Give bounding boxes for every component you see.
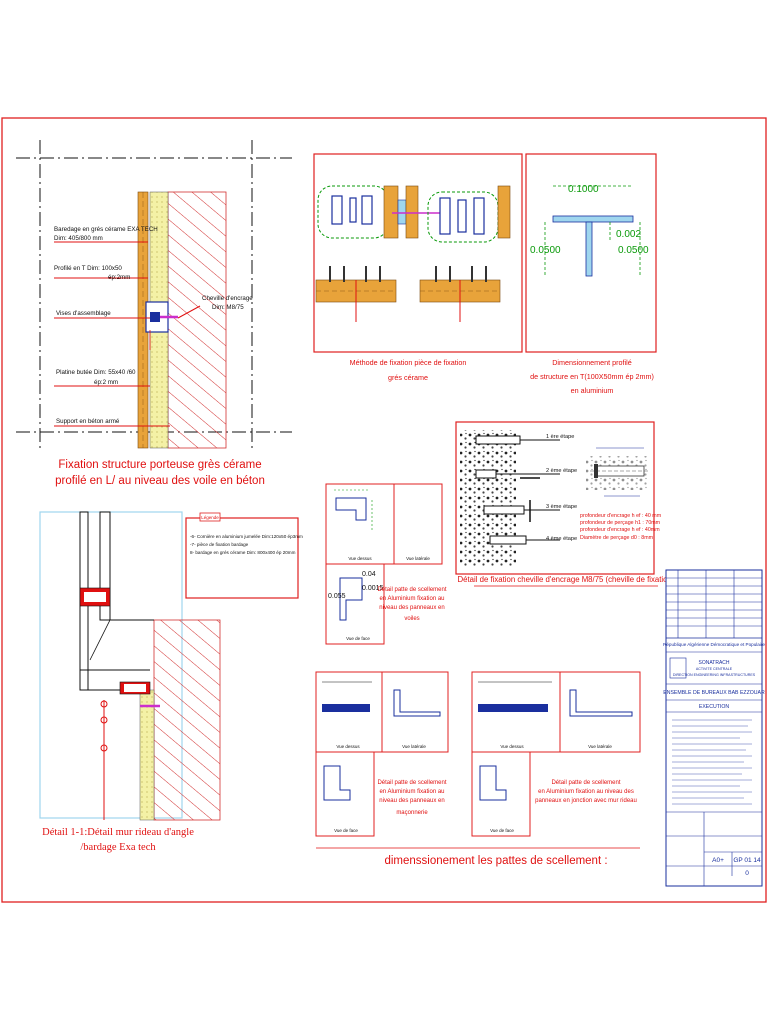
label-baredage-dim: Dim: 405/800 mm [54,235,103,242]
legend-title: Légende [201,515,219,520]
bracket-b-caption-3: niveau des panneaux en [379,798,444,804]
bracket-c-view-side: Vue latérale [588,744,612,749]
curtain-wall-caption-2: /bardage Exa tech [80,842,156,853]
tb-project: ENSEMBLE DE BUREAUX BAB EZZOUAR [663,690,765,696]
bracket-a-view-side: Vue latérale [406,556,430,561]
legend-item-6: -6- Cornière en aluminium jumelée Dim:12… [190,534,303,539]
label-support: Support en béton armé [56,418,120,425]
label-profile-t: Profilé en T Dim: 100x50 [54,265,122,272]
bracket-a-caption-3: niveau des panneaux en [379,605,444,611]
legend-item-7: -7- pièce de fixation bardage [190,542,249,547]
profile-dim-height: 0.0500 [618,245,649,256]
tb-republic: République Algérienne Démocratique et Po… [663,642,765,647]
anchor-spec-2: profondeur de perçage h1 : 70mm [580,520,661,526]
bracket-a-caption-4: voiles [404,616,419,622]
bracket-c-caption-3: panneaux en jonction avec mur rideau [535,798,637,804]
fixation-method-panel: Méthode de fixation pièce de fixation gr… [313,153,523,382]
tb-direction: DIRECTION ENGINEERING INFRASTRUCTURES [673,673,756,677]
detail-section-caption-2: profilé en L/ au niveau des voile en bét… [55,475,265,487]
tb-drawing-no: GP 01 14 [733,857,761,864]
sheet-frame [1,117,767,903]
brackets-caption: dimenssionement les pattes de scellement… [384,855,607,867]
label-profile-thickness: ép:2mm [108,274,130,281]
profile-dimension-caption-3: en aluminium [571,386,614,395]
tb-format: A0+ [712,857,724,864]
profile-dim-width: 0.1000 [568,184,599,195]
anchor-step-4: 4 ème étape [546,536,577,542]
bracket-b-panel: Vue dessus Vue latérale Vue de face Déta… [315,671,449,837]
bracket-c-caption-1: Détail patte de scellement [551,780,620,786]
label-screws: Vises d'assemblage [56,310,111,317]
anchor-step-1: 1 ère étape [546,434,574,440]
fixation-method-caption-2: grés cérame [388,373,428,382]
profile-dimension-caption: Dimensionnement profilé [552,358,632,367]
profile-dimension-caption-2: de structure en T(100X50mm ép 2mm) [530,372,654,381]
bracket-a-dim-2: 0.0015 [362,585,384,592]
curtain-wall-caption: Détail 1-1:Détail mur rideau d'angle [42,827,194,838]
anchor-spec-3: profondeur d'encrage h ef : 40mm [580,527,660,533]
bracket-c-panel: Vue dessus Vue latérale Vue de face Déta… [471,671,641,837]
bracket-c-view-top: Vue dessus [500,744,524,749]
bracket-a-dim-1: 0.04 [362,571,376,578]
anchor-spec-1: profondeur d'encrage h ef : 40 mm [580,513,662,519]
detail-section: Baredage en grés cérame EXA TECH Dim: 40… [16,140,292,487]
legend-item-8: 8- bardage en grés cérame Dim: 800x400 é… [190,550,296,555]
label-plate: Platine butée Dim: 55x40 /60 [56,369,136,376]
tb-company: SONATRACH [698,660,729,666]
anchor-detail-panel: 1 ère étape 2 ème étape 3 ème étape 4 èm… [455,421,675,587]
profile-dim-left: 0.0500 [530,245,561,256]
bracket-a-caption-2: en Aluminium fixation au [379,596,444,602]
bracket-b-caption-4: maçonnerie [396,810,428,816]
anchor-spec-4: Diamètre de perçage d0 : 8mm [580,535,654,541]
curtain-wall-panel: Légende -6- Cornière en aluminium jumelé… [39,511,303,853]
label-plate-thickness: ép:2 mm [94,379,118,386]
bracket-b-view-top: Vue dessus [336,744,360,749]
bracket-b-caption-2: en Aluminium fixation au [379,789,444,795]
anchor-step-2: 2 ème étape [546,468,577,474]
bracket-a-view-top: Vue dessus [348,556,372,561]
bracket-b-view-side: Vue latérale [402,744,426,749]
bracket-a-view-face: Vue de face [346,636,370,641]
label-baredage: Baredage en grés cérame EXA TECH [54,226,158,233]
tb-phase: EXECUTION [699,704,730,710]
bracket-c-caption-2: en Aluminium fixation au niveau des [538,789,634,795]
tb-index: 0 [745,870,749,877]
profile-dimension-panel: 0.1000 0.0500 0.002 0.0500 Dimensionneme… [525,153,657,395]
anchor-step-3: 3 ème étape [546,504,577,510]
label-anchor: Cheville d'encrage [202,295,253,302]
bracket-c-view-face: Vue de face [490,828,514,833]
bracket-a-dim-3: 0.055 [328,593,346,600]
bracket-b-view-face: Vue de face [334,828,358,833]
bracket-b-caption-1: Détail patte de scellement [377,780,446,786]
fixation-method-caption: Méthode de fixation pièce de fixation [350,358,467,367]
tb-division: ACTIVITE CENTRALE [696,667,733,671]
anchor-detail-caption: Détail de fixation cheville d'encrage M8… [458,575,675,584]
bracket-a-panel: Vue dessus Vue latérale Vue de face 0.04… [325,483,447,645]
bracket-a-caption-1: Détail patte de scellement [377,587,446,593]
label-anchor-dim: Dim: M8/75 [212,304,244,311]
title-block: République Algérienne Démocratique et Po… [663,569,765,887]
detail-section-caption: Fixation structure porteuse grès cérame [58,459,261,471]
profile-dim-thickness: 0.002 [616,229,641,240]
